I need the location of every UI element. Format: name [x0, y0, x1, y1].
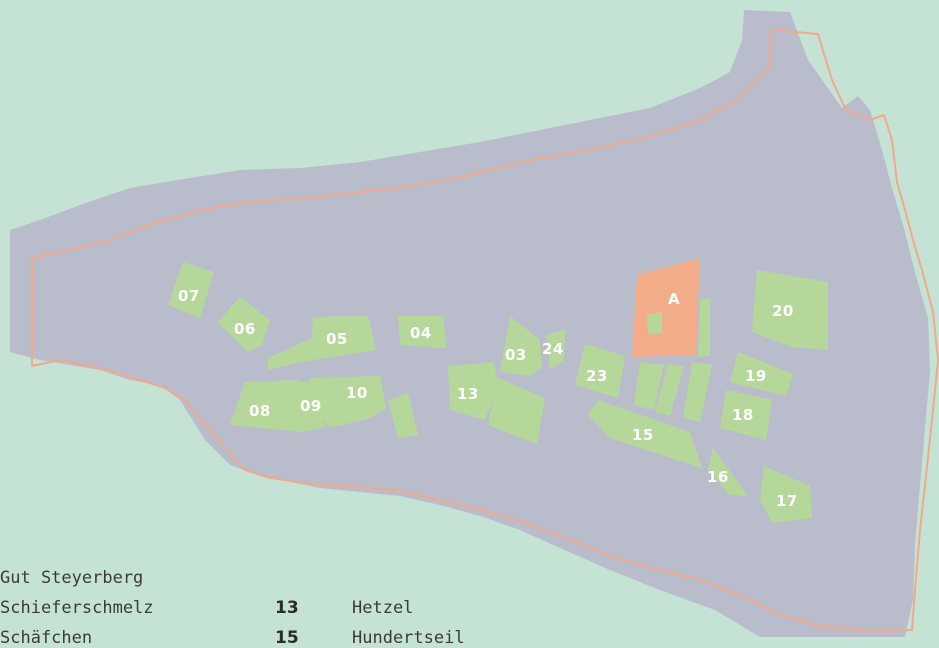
- plot-label-06: 06: [234, 320, 256, 338]
- plot-18[interactable]: [720, 390, 772, 440]
- plot-23[interactable]: [575, 344, 625, 398]
- plot-strip-b: [655, 364, 684, 416]
- plot-label-17: 17: [776, 492, 798, 510]
- plot-label-04: 04: [410, 324, 432, 342]
- plot-A-inner: [647, 312, 662, 334]
- plot-07[interactable]: [168, 262, 214, 318]
- plot-narrow-strip: [698, 298, 710, 357]
- legend-item-hetzel: Hetzel: [352, 598, 414, 618]
- legend-item-gut-steyerberg: Gut Steyerberg: [0, 568, 144, 588]
- plot-strip-a: [634, 362, 664, 410]
- plot-label-10: 10: [346, 384, 368, 402]
- plot-08[interactable]: [230, 380, 305, 432]
- plot-10b: [388, 393, 418, 438]
- plot-label-05: 05: [326, 330, 348, 348]
- legend-item-schaefchen: Schäfchen: [0, 628, 93, 648]
- legend-number-13: 13: [275, 598, 299, 618]
- plot-10[interactable]: [310, 376, 386, 428]
- plot-20[interactable]: [752, 270, 828, 350]
- boundary-line: [31, 29, 939, 631]
- plot-strip-c: [683, 362, 712, 422]
- legend-number-15: 15: [275, 628, 299, 648]
- plot-19[interactable]: [730, 352, 793, 396]
- plot-09[interactable]: [300, 380, 325, 432]
- plot-24[interactable]: [546, 330, 565, 370]
- plot-label-09: 09: [300, 397, 322, 415]
- plot-label-24: 24: [542, 340, 564, 358]
- legend-item-schieferschmelz: Schieferschmelz: [0, 598, 154, 618]
- plot-label-07: 07: [178, 287, 200, 305]
- legend-item-hundertseil: Hundertseil: [352, 628, 465, 648]
- plot-06[interactable]: [218, 297, 270, 352]
- plot-label-18: 18: [732, 406, 754, 424]
- plot-label-23: 23: [586, 367, 608, 385]
- plot-label-15: 15: [632, 426, 654, 444]
- plot-17[interactable]: [760, 466, 812, 523]
- plot-label-13: 13: [457, 385, 479, 403]
- plot-label-20: 20: [772, 302, 794, 320]
- plot-05[interactable]: [268, 316, 376, 370]
- plot-04[interactable]: [398, 316, 447, 348]
- plot-label-03: 03: [505, 346, 527, 364]
- plot-13b: [488, 378, 545, 444]
- land-area: [10, 10, 930, 637]
- plot-16[interactable]: [708, 448, 748, 496]
- plot-label-19: 19: [745, 367, 767, 385]
- plot-03[interactable]: [500, 316, 542, 376]
- plot-label-A: A: [668, 290, 680, 308]
- plot-15[interactable]: [588, 400, 702, 468]
- plot-label-08: 08: [249, 402, 271, 420]
- plot-13[interactable]: [448, 362, 500, 420]
- plot-label-16: 16: [707, 468, 729, 486]
